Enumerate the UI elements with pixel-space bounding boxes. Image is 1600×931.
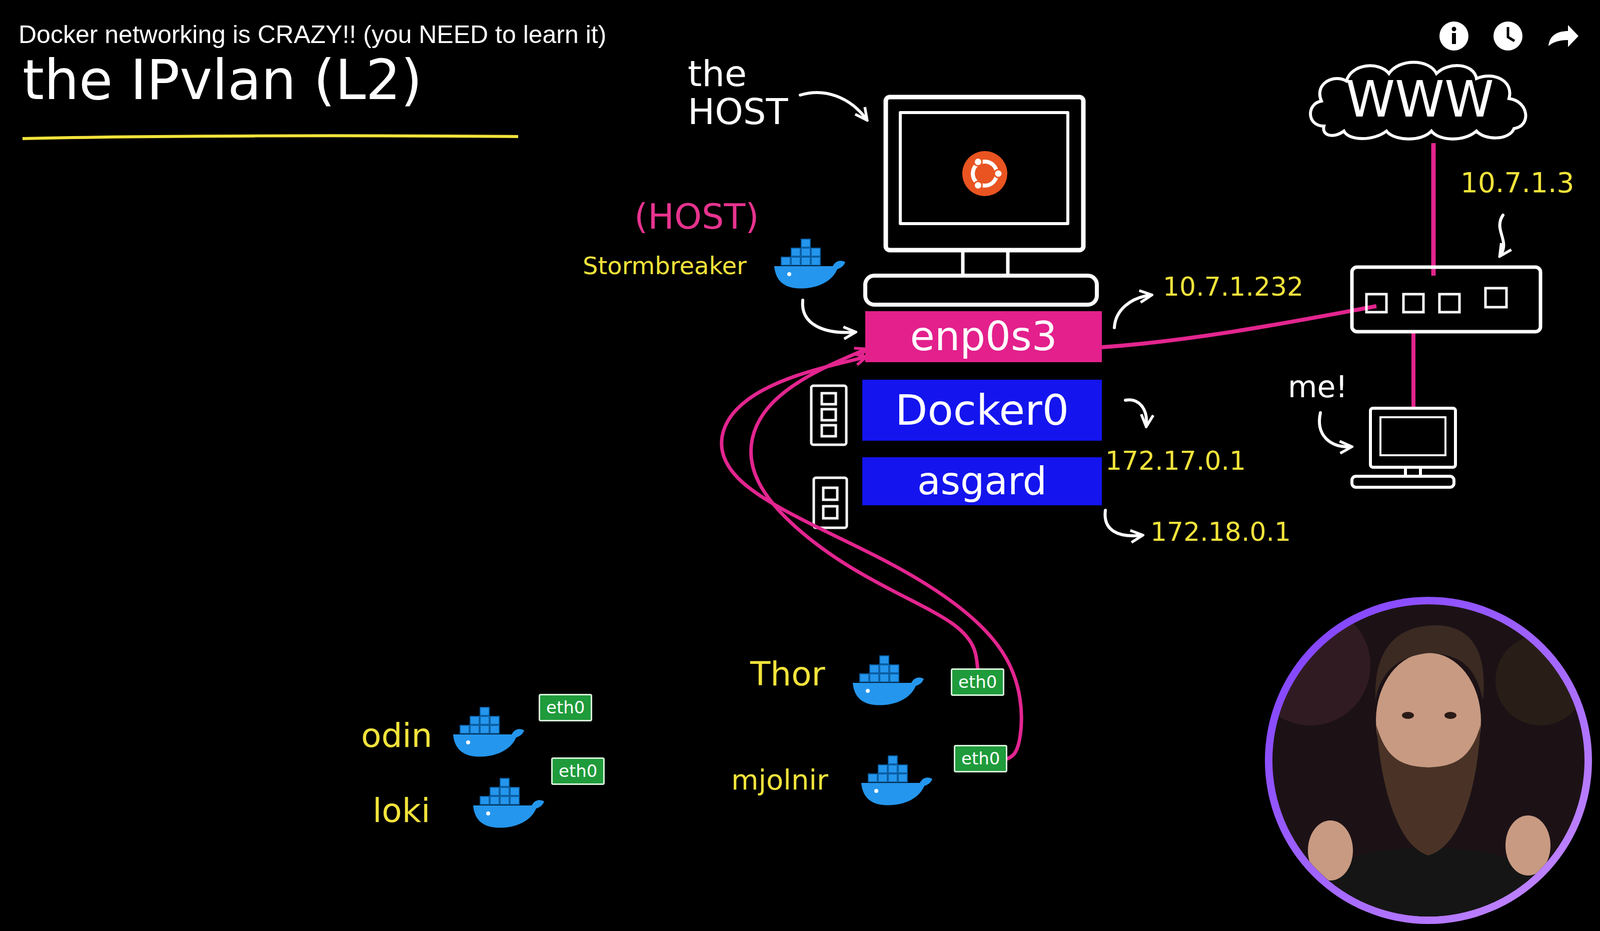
docker-whale-icon — [852, 655, 924, 706]
docker-whale-icon — [861, 755, 933, 806]
container-interface-tag: eth0 — [538, 693, 593, 722]
ip-address: 172.17.0.1 — [1105, 446, 1246, 476]
presenter-hair — [1375, 625, 1484, 701]
leader-arrow — [800, 92, 867, 120]
internet-cloud: WWW — [1303, 56, 1536, 144]
bridge-interface-band: asgard — [862, 457, 1102, 506]
info-icon — [1439, 21, 1469, 51]
leader-arrow — [1104, 510, 1142, 536]
bridge-port-icon — [813, 477, 847, 528]
presenter-eye — [1401, 711, 1414, 719]
interface-name: eth0 — [958, 672, 997, 692]
switch-housing — [1351, 267, 1541, 332]
interface-name: Docker0 — [895, 387, 1070, 434]
network-switch — [1351, 267, 1541, 332]
presenter-beard — [1376, 725, 1481, 856]
container-name: mjolnir — [731, 764, 829, 796]
switch-port — [1366, 294, 1387, 313]
docker-whale-icon — [453, 707, 525, 757]
ubuntu-disc — [962, 151, 1008, 197]
switch-port — [1439, 294, 1460, 313]
port-slot — [823, 487, 838, 500]
docker-whale-icon — [473, 778, 545, 828]
container-interface-tag: eth0 — [551, 757, 605, 785]
monitor-frame — [1370, 408, 1456, 468]
background-light — [1495, 635, 1586, 726]
uplink-wire — [1431, 143, 1436, 276]
ip-address: 172.18.0.1 — [1150, 517, 1291, 547]
host-label: the HOST — [687, 55, 789, 131]
container-name: Stormbreaker — [582, 252, 747, 280]
host-computer — [865, 97, 1097, 305]
keyboard — [865, 275, 1097, 305]
board-heading: the IPvlan (L2) — [22, 50, 423, 111]
info-icon-dot — [1451, 27, 1457, 32]
bridge-port-icon — [811, 385, 847, 445]
player-icons — [1439, 21, 1579, 51]
port-housing — [813, 477, 847, 528]
clock-hands — [1507, 27, 1515, 42]
monitor-screen — [900, 112, 1068, 224]
background-light — [1250, 605, 1371, 726]
container-interface-tag: eth0 — [950, 668, 1005, 696]
ip-address: 10.7.1.3 — [1460, 167, 1574, 199]
presenter-hand — [1505, 815, 1551, 876]
docker-whale-icon — [774, 239, 846, 289]
port-slot — [821, 393, 836, 405]
bridge-interface-band: Docker0 — [862, 379, 1102, 441]
ubuntu-dot — [974, 181, 983, 190]
presenter-eye — [1444, 711, 1457, 719]
user-label: me! — [1287, 370, 1348, 404]
presenter-webcam — [1250, 596, 1592, 931]
ethernet-wire — [1411, 331, 1416, 409]
leader-arrow — [1499, 215, 1504, 256]
ethernet-wire — [1101, 306, 1377, 348]
leader-arrow — [1125, 399, 1147, 426]
container-name: Thor — [750, 656, 826, 693]
ubuntu-dot — [994, 169, 1003, 178]
port-slot — [821, 425, 836, 437]
port-slot — [821, 409, 836, 421]
switch-port — [1485, 288, 1507, 308]
monitor-frame — [885, 97, 1084, 251]
interface-name: eth0 — [546, 698, 585, 717]
presenter-hand — [1307, 820, 1353, 881]
title-underline — [22, 135, 519, 139]
switch-port — [1403, 294, 1424, 313]
interface-name: WWW — [1345, 72, 1494, 128]
ubuntu-logo — [962, 151, 1008, 197]
container-name: odin — [361, 717, 433, 755]
share-icon — [1548, 25, 1579, 48]
interface-name: enp0s3 — [909, 314, 1057, 359]
leader-arrow — [1114, 295, 1151, 328]
cloud-path — [1310, 62, 1526, 140]
ip-address: 10.7.1.232 — [1162, 272, 1304, 302]
host-interface-band: enp0s3 — [865, 311, 1102, 363]
info-icon-bar — [1451, 33, 1456, 45]
port-slot — [823, 506, 838, 519]
leader-arrow — [802, 300, 855, 333]
clock-icon — [1493, 21, 1523, 51]
interface-name: asgard — [917, 460, 1047, 503]
video-title: Docker networking is CRAZY!! (you NEED t… — [18, 21, 607, 49]
interface-name: eth0 — [961, 749, 1000, 768]
container-name: loki — [372, 792, 431, 830]
leader-arrows — [800, 92, 1504, 536]
interface-name: eth0 — [558, 761, 598, 781]
monitor-screen — [1380, 417, 1446, 456]
user-computer — [1351, 408, 1456, 488]
port-housing — [811, 385, 847, 445]
monitor-base — [1351, 476, 1454, 488]
network-mode-note: (HOST) — [634, 197, 760, 237]
ubuntu-dot — [974, 158, 983, 167]
container-interface-tag: eth0 — [953, 744, 1008, 773]
leader-arrow — [1319, 412, 1351, 447]
monitor-stand — [962, 250, 1008, 275]
